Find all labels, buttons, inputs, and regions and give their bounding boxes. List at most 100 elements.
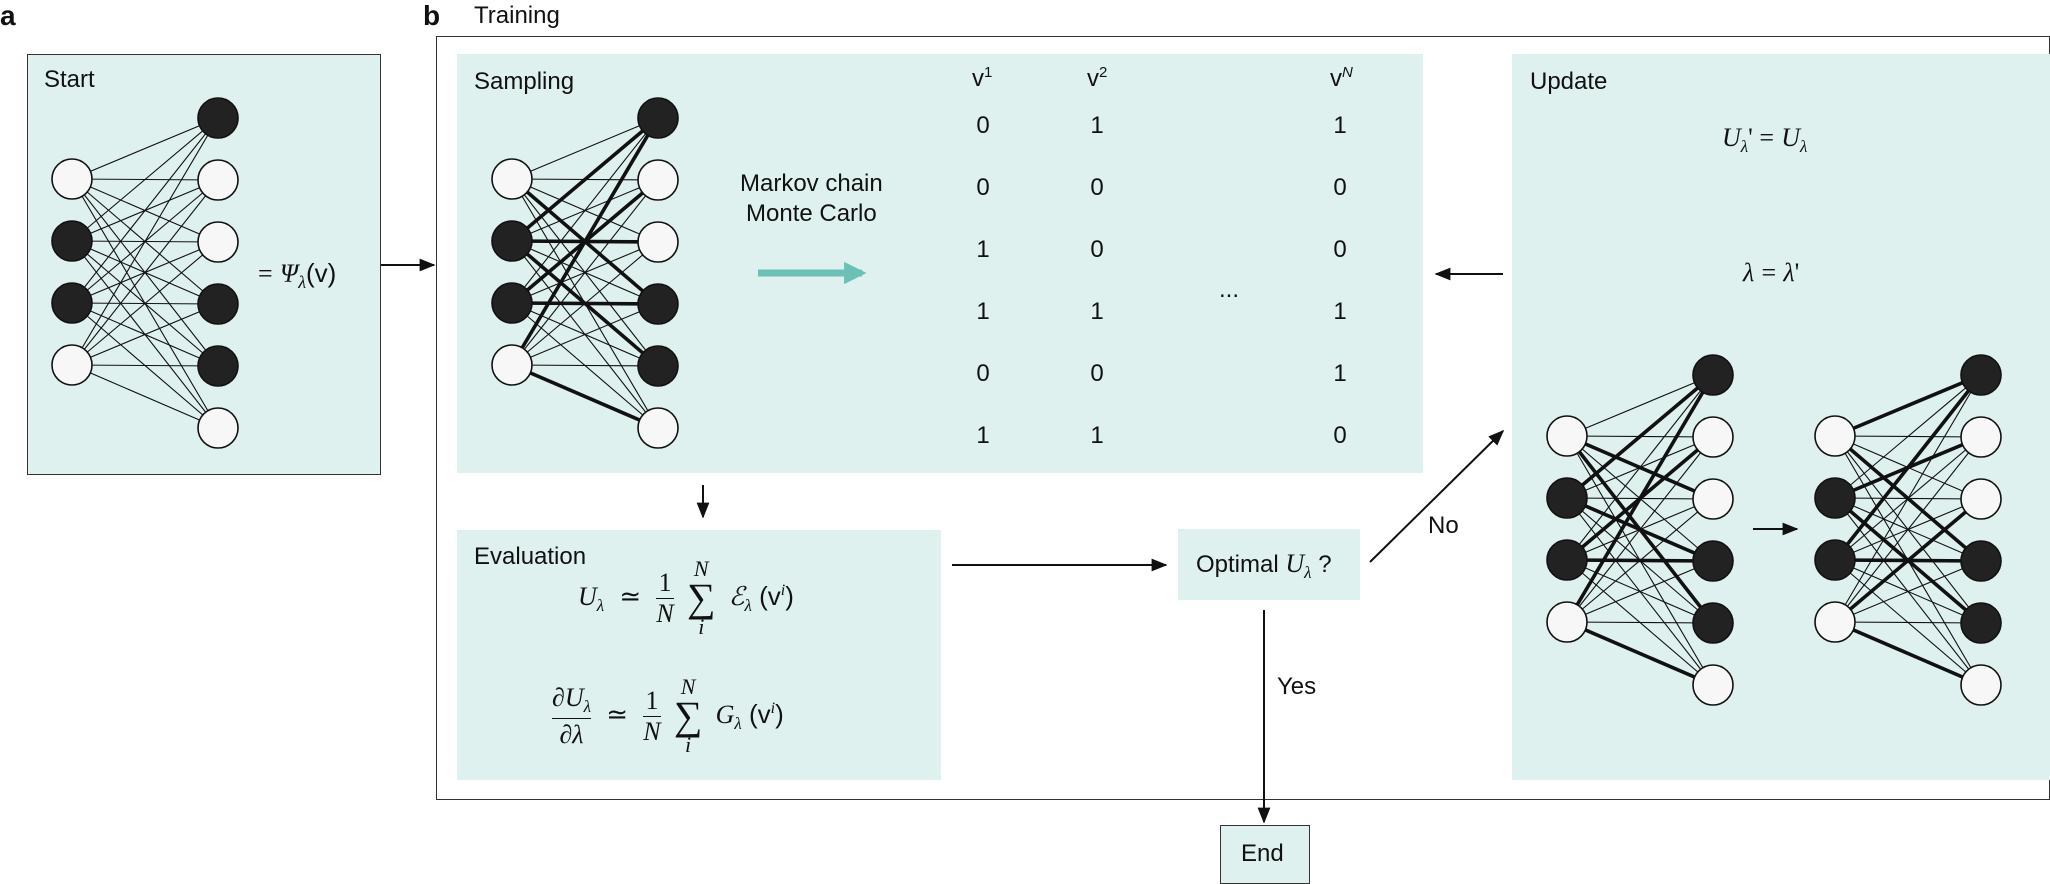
network-edge xyxy=(1834,620,1982,687)
vN-sup: N xyxy=(1342,64,1353,81)
network-node xyxy=(637,345,679,387)
network-node xyxy=(1960,602,2002,644)
eq1-rhs: U xyxy=(1781,123,1801,152)
end-label: End xyxy=(1241,840,1284,867)
gradient-fraction: ∂Uλ ∂λ xyxy=(552,682,592,749)
samples-ellipsis: ... xyxy=(1219,276,1240,303)
network-sampling xyxy=(491,97,679,449)
paren-open: ( xyxy=(759,580,768,611)
sample-cell: 0 xyxy=(976,360,990,387)
network-edge xyxy=(1834,374,1982,499)
frac-num: 1 xyxy=(658,567,672,597)
network-node xyxy=(197,283,239,325)
network-edge xyxy=(1565,373,1715,500)
panel-a-title: Start xyxy=(44,66,95,93)
paren-open-2: ( xyxy=(749,698,758,729)
network-edge xyxy=(511,241,659,366)
network-update-after xyxy=(1814,354,2002,706)
d-top: ∂ xyxy=(552,683,565,713)
sample-cell: 1 xyxy=(1333,112,1347,139)
v-sup-2: i xyxy=(770,700,776,718)
network-node xyxy=(1692,664,1734,706)
network-node xyxy=(491,220,533,262)
sum-sigma-2: ∑ xyxy=(673,693,703,738)
approx-symbol-2: ≃ xyxy=(606,699,629,729)
network-node xyxy=(491,282,533,324)
network-node xyxy=(51,220,93,262)
network-edge xyxy=(1833,373,1983,562)
network-edge xyxy=(71,117,219,304)
network-edge xyxy=(1566,560,1714,623)
gradient-symbol: G xyxy=(715,699,735,729)
panel-b-title: Training xyxy=(474,2,560,29)
psi-argument: (v) xyxy=(305,258,337,288)
network-edge xyxy=(1834,374,1982,623)
sum-operator: N∑i xyxy=(687,556,716,640)
frac-num-2: 1 xyxy=(645,685,659,715)
v-sup: i xyxy=(780,582,786,600)
yes-label: Yes xyxy=(1277,673,1317,700)
psi-equals: = xyxy=(258,259,273,288)
sample-cell: 1 xyxy=(976,236,990,263)
network-node xyxy=(1814,601,1856,643)
psi-label: = Ψλ(v) xyxy=(258,258,336,293)
network-update-before xyxy=(1546,354,1734,706)
optimal-box xyxy=(1178,529,1360,600)
optimal-q: ? xyxy=(1318,551,1332,578)
network-node xyxy=(1546,415,1588,457)
network-edge xyxy=(510,117,660,366)
network-node xyxy=(1692,540,1734,582)
u-subscript: λ xyxy=(596,596,605,616)
psi-subscript: λ xyxy=(298,272,306,293)
update-title: Update xyxy=(1530,68,1608,95)
network-edge xyxy=(1834,436,1982,623)
network-edge xyxy=(511,117,659,304)
no-label: No xyxy=(1428,512,1459,539)
mcmc-label-line1: Markov chain xyxy=(740,170,883,197)
eq2-rhs: λ xyxy=(1783,258,1795,287)
sample-cell: 1 xyxy=(976,422,990,449)
eq1-prime: ' = xyxy=(1748,123,1775,152)
network-edge xyxy=(511,363,659,430)
sample-cell: 1 xyxy=(976,298,990,325)
network-edge xyxy=(71,117,219,242)
sample-cell: 0 xyxy=(1090,360,1104,387)
network-node xyxy=(1692,602,1734,644)
network-edge xyxy=(511,364,659,367)
u-symbol: U xyxy=(578,581,597,611)
sum-top: N xyxy=(693,556,709,581)
network-edge xyxy=(1834,621,1982,624)
column-header-vN: vN xyxy=(1330,64,1353,93)
sample-cell: 0 xyxy=(976,174,990,201)
column-header-v1: v1 xyxy=(972,64,992,93)
network-edge xyxy=(1565,374,1715,623)
network-edge xyxy=(1566,498,1714,623)
network-edge xyxy=(1834,560,1982,623)
network-edge xyxy=(1834,373,1982,438)
network-node xyxy=(637,159,679,201)
eq1-lhs-sub: λ xyxy=(1740,137,1749,157)
d-bottom: ∂ xyxy=(559,719,573,749)
evaluation-box xyxy=(457,530,941,780)
network-node xyxy=(637,97,679,139)
vN-base: v xyxy=(1330,65,1342,92)
network-node xyxy=(51,344,93,386)
v2-base: v xyxy=(1087,65,1099,92)
dlam-symbol: λ xyxy=(572,719,584,749)
arrow-optimal-no xyxy=(1369,429,1505,563)
eq2-lhs: λ xyxy=(1743,258,1755,287)
network-node xyxy=(197,159,239,201)
network-edge xyxy=(71,241,219,366)
network-edge xyxy=(1833,497,1983,624)
network-node xyxy=(1960,416,2002,458)
network-node xyxy=(197,221,239,263)
sum-sigma: ∑ xyxy=(687,575,716,620)
network-edge xyxy=(71,117,219,366)
optimal-question: Optimal Uλ ? xyxy=(1196,549,1332,583)
optimal-lambda: λ xyxy=(1304,562,1312,582)
energy-subscript: λ xyxy=(744,596,752,616)
frac-den-2: N xyxy=(643,716,661,746)
